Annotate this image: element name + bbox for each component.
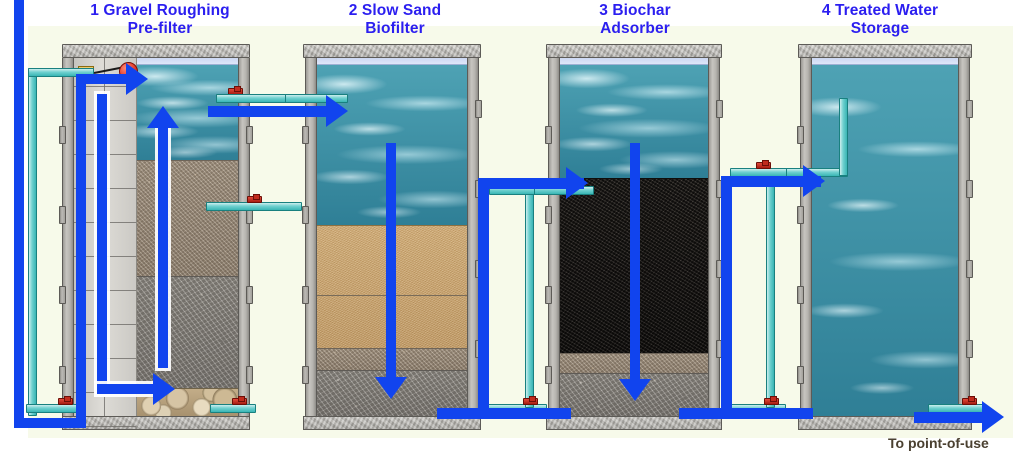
- stage-label-1: 1 Gravel Roughing Pre-filter: [90, 2, 230, 37]
- tank-1-rib: [59, 286, 66, 304]
- point-of-use-note: To point-of-use: [888, 435, 989, 451]
- tank-4-right-wall: [958, 58, 970, 416]
- flow-arrow-tank3-riser: [721, 176, 732, 414]
- tank-4-headspace: [812, 58, 958, 65]
- tank-3-rib: [545, 126, 552, 144]
- flow-arrowhead-tank1-into-media: [153, 373, 175, 405]
- flow-arrow-tank2-downflow: [386, 143, 396, 379]
- flow-arrow-tank3-to-tank4: [721, 176, 821, 187]
- raw-water-feed-top-elbow: [28, 68, 94, 77]
- tank-4-rib: [966, 340, 973, 358]
- tank-2-base: [303, 416, 481, 430]
- flow-arrowhead-tank2-to-tank3: [566, 167, 588, 199]
- flow-arrowhead-tank2-downflow: [375, 377, 407, 399]
- tank-1-drain-pipe: [210, 404, 256, 413]
- flow-arrow-raw-riser: [76, 74, 86, 426]
- tank-2-drain-valve[interactable]: [523, 396, 538, 405]
- flow-arrow-tank2-riser: [478, 178, 489, 414]
- tank-1-rib: [59, 366, 66, 384]
- flow-arrow-tank1-crossunder: [97, 384, 159, 394]
- tank-2-rib: [302, 366, 309, 384]
- tank-1-coarse-gravel-layer: [137, 276, 238, 388]
- flow-arrow-raw-inlet-vertical: [14, 0, 24, 428]
- tank-4-inlet-drop-pipe: [839, 98, 848, 176]
- tank-3-left-wall: [548, 58, 560, 416]
- tank-1-outlet-valve[interactable]: [247, 194, 262, 203]
- tank-2-left-wall: [305, 58, 317, 416]
- tank-2-lid: [303, 44, 481, 58]
- tank-1-lid: [62, 44, 250, 58]
- flow-arrow-tank3-outlet-bottom: [679, 408, 813, 419]
- tank-4-rib: [797, 366, 804, 384]
- flow-arrow-tank2-outlet-bottom: [437, 408, 571, 419]
- flow-arrowhead-to-chamber: [126, 63, 148, 95]
- tank-4-storage-column: [812, 58, 958, 416]
- tank-2-rib: [302, 126, 309, 144]
- stage-label-4: 4 Treated Water Storage: [821, 2, 939, 37]
- tank-1-outlet-pipe: [206, 202, 302, 211]
- tank-1-to-2-transfer-pipe: [216, 94, 286, 103]
- tank-1-base: [62, 416, 250, 430]
- tank-4-rib: [966, 180, 973, 198]
- tank-1-rib: [246, 366, 253, 384]
- tank-4-rib: [966, 100, 973, 118]
- tank-1-rib: [59, 126, 66, 144]
- tank-2-rib: [302, 286, 309, 304]
- flow-arrow-raw-inlet-bottom: [14, 418, 86, 428]
- tank-1-divider-wall: [136, 58, 137, 416]
- flow-arrowhead-tank1-to-tank2: [326, 95, 348, 127]
- tank-2-outlet-riser-pipe: [525, 186, 534, 408]
- tank-3-headspace: [560, 58, 708, 65]
- tank-3-supernatant-water: [560, 65, 708, 178]
- tank-3-right-wall: [708, 58, 720, 416]
- tank-2-rib: [302, 206, 309, 224]
- stage-label-2: 2 Slow Sand Biofilter: [348, 2, 442, 37]
- tank-2-headspace: [317, 58, 467, 65]
- tank-4-rib: [797, 286, 804, 304]
- flow-arrow-tank1-downleg: [97, 94, 107, 394]
- flow-arrow-tank1-to-tank2: [208, 106, 332, 117]
- flow-arrow-tank1-upflow: [158, 128, 168, 368]
- tank-3-outlet-riser-pipe: [766, 168, 775, 408]
- tank-2-rib: [475, 100, 482, 118]
- flow-arrow-to-point-of-use: [914, 412, 990, 423]
- tank-4-lid: [798, 44, 972, 58]
- tank-1-rib: [246, 286, 253, 304]
- tank-1-rib: [246, 126, 253, 144]
- tank-1-fine-gravel-layer: [137, 160, 238, 276]
- flow-arrowhead-tank3-downflow: [619, 379, 651, 401]
- tank-4-left-wall: [800, 58, 812, 416]
- tank-3-lid: [546, 44, 722, 58]
- raw-water-feed-riser: [28, 68, 37, 416]
- tank-3-outlet-valve[interactable]: [756, 160, 771, 169]
- tank-3-base: [546, 416, 722, 430]
- tank-1-left-wall: [62, 58, 74, 416]
- tank-2-supernatant-water: [317, 65, 467, 225]
- tank-1-headspace: [137, 58, 238, 65]
- flow-arrowhead-tank3-to-tank4: [803, 165, 825, 197]
- tank-4-rib: [797, 126, 804, 144]
- tank-3-rib: [545, 206, 552, 224]
- flow-arrowhead-to-point-of-use: [982, 401, 1004, 433]
- tank-3-rib: [545, 286, 552, 304]
- raw-water-feed-valve[interactable]: [58, 396, 73, 405]
- tank-3-drain-valve[interactable]: [764, 396, 779, 405]
- tank-1-right-wall: [238, 58, 250, 416]
- tank-1-drain-valve[interactable]: [232, 396, 247, 405]
- tank-1-rib: [59, 206, 66, 224]
- tank-3-rib: [716, 100, 723, 118]
- tank-3-media-column: [560, 58, 708, 416]
- tank-3-rib: [545, 366, 552, 384]
- tank-4-rib: [797, 206, 804, 224]
- flow-arrowhead-tank1-upflow: [147, 106, 179, 128]
- tank-4-stored-treated-water: [812, 65, 958, 416]
- flow-arrow-tank2-to-tank3: [478, 178, 584, 189]
- stage-label-3: 3 Biochar Adsorber: [599, 2, 671, 37]
- tank-4-outlet-valve[interactable]: [962, 396, 977, 405]
- tank-1-supernatant-water: [137, 65, 238, 160]
- flow-arrow-tank3-downflow: [630, 143, 640, 381]
- flow-arrow-to-chamber: [76, 74, 132, 84]
- tank-4-rib: [966, 260, 973, 278]
